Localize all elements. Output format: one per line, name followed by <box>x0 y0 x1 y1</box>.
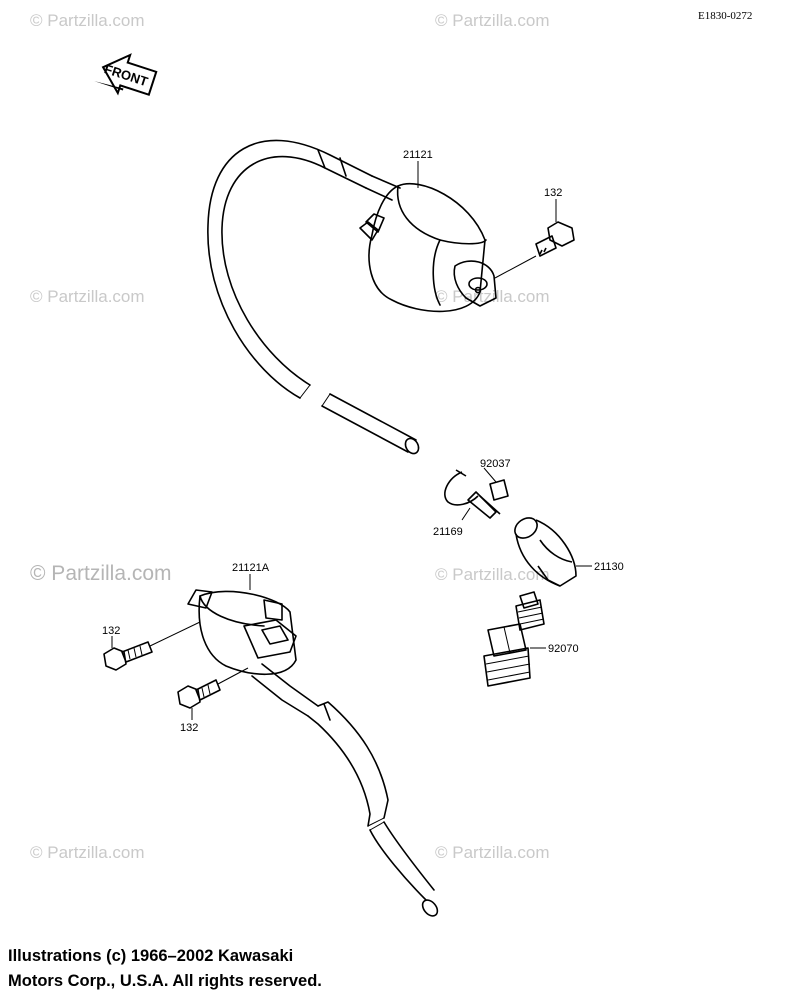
label-bolt-lower-a: 132 <box>102 625 120 637</box>
label-coil-lower: 21121A <box>232 562 270 574</box>
upper-coil-assembly <box>207 139 497 455</box>
clip-and-clamp <box>444 467 509 521</box>
copyright-line-1: Illustrations (c) 1966–2002 Kawasaki <box>8 947 294 965</box>
label-clamp: 92037 <box>480 458 511 470</box>
watermark-7: © Partzilla.com <box>30 843 145 862</box>
watermarks: © Partzilla.com © Partzilla.com © Partzi… <box>30 11 550 862</box>
watermark-8: © Partzilla.com <box>435 843 550 862</box>
copyright-notice: Illustrations (c) 1966–2002 Kawasaki Mot… <box>8 944 568 994</box>
diagram-code: E1830-0272 <box>698 10 752 22</box>
label-bolt-lower-b: 132 <box>180 722 198 734</box>
label-coil-upper: 21121 <box>403 149 433 161</box>
label-plug-cap: 21130 <box>594 561 624 573</box>
lower-coil-assembly <box>187 589 439 917</box>
watermark-4: © Partzilla.com <box>435 287 550 306</box>
spark-plug <box>483 591 546 687</box>
label-spark-plug: 92070 <box>548 643 579 655</box>
watermark-1: © Partzilla.com <box>30 11 145 30</box>
lower-bolts <box>103 621 249 720</box>
label-clip: 21169 <box>433 526 463 538</box>
part-labels: 21121 132 92037 21169 21130 21121A 132 1… <box>102 149 624 734</box>
label-bolt-upper: 132 <box>544 187 562 199</box>
watermark-5: © Partzilla.com <box>30 562 172 585</box>
upper-bolt <box>494 199 575 279</box>
watermark-3: © Partzilla.com <box>30 287 145 306</box>
watermark-6: © Partzilla.com <box>435 565 550 584</box>
plug-cap <box>514 517 592 587</box>
copyright-line-2: Motors Corp., U.S.A. All rights reserved… <box>8 972 322 990</box>
front-arrow-icon: FRONT <box>94 53 158 96</box>
watermark-2: © Partzilla.com <box>435 11 550 30</box>
